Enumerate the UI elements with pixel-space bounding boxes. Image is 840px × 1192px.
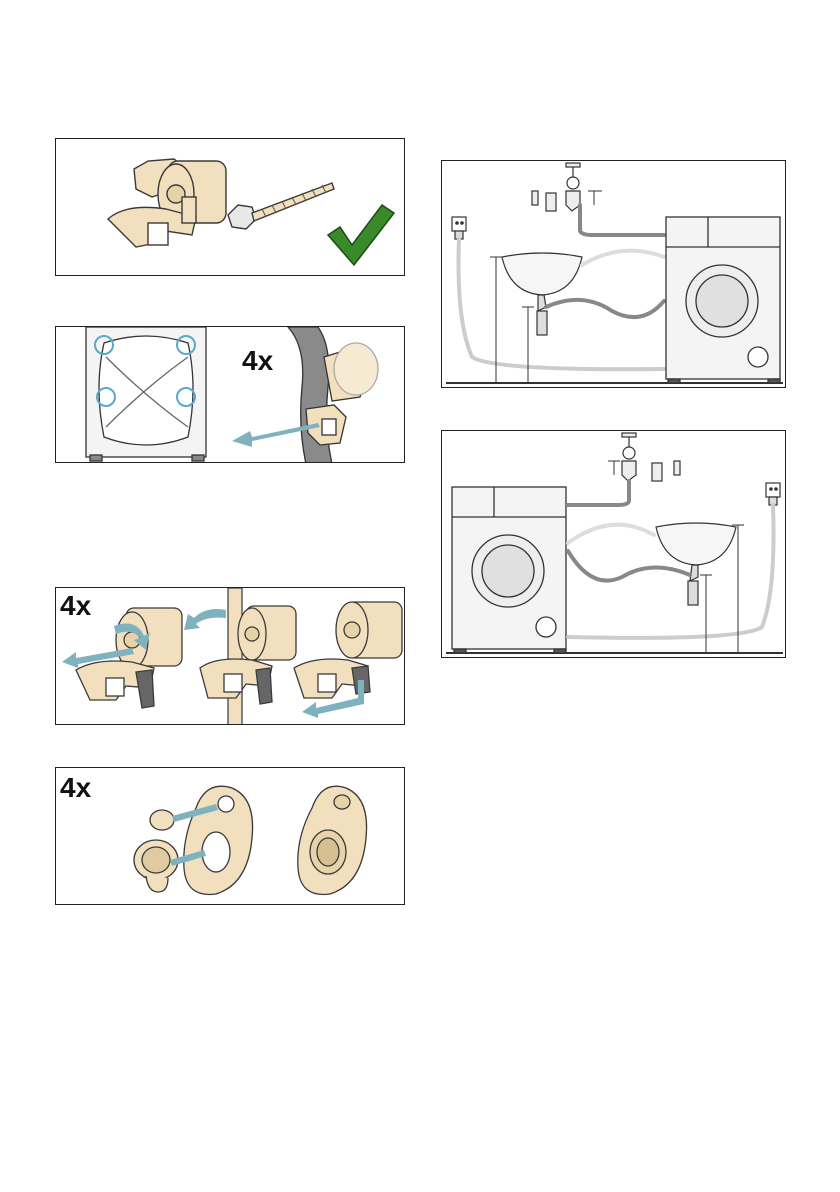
machine-rear-icon [86,327,206,461]
figure-bolt-removal: 4x [55,326,405,463]
figure-cover-caps: 4x [55,767,405,905]
hose-lines [568,481,774,638]
bracket-steps-illustration [56,588,405,725]
count-label: 4x [242,347,273,375]
count-label: 4x [60,774,91,802]
washing-machine-icon [666,217,780,383]
bracket-step-2-icon [200,606,296,704]
sink-icon [656,523,736,605]
figure-install-left [441,430,786,658]
bolt-icon [228,183,334,229]
transport-parts-illustration [56,139,405,276]
washing-machine-icon [452,487,566,653]
bolt-removal-illustration [56,327,405,463]
installed-cover-icon [298,786,367,894]
tap-icon [532,163,580,211]
figure-install-right [441,160,786,388]
install-left-illustration [442,431,786,658]
transport-bracket-icon [108,159,226,247]
figure-bracket-steps: 4x [55,587,405,725]
cover-plate-icon [184,786,253,894]
hose-icon [228,588,242,725]
checkmark-icon [328,205,394,265]
count-label: 4x [60,592,91,620]
socket-icon [766,483,780,505]
bolt-closeup-icon [288,327,378,463]
socket-icon [452,217,466,239]
tap-icon [622,433,680,481]
cover-cap-icon [134,810,178,892]
install-right-illustration [442,161,786,388]
pull-arrow-step2-icon [184,609,226,630]
bracket-step-3-icon [294,602,402,698]
sink-icon [502,253,582,335]
cover-caps-illustration [56,768,405,905]
figure-transport-parts [55,138,405,276]
